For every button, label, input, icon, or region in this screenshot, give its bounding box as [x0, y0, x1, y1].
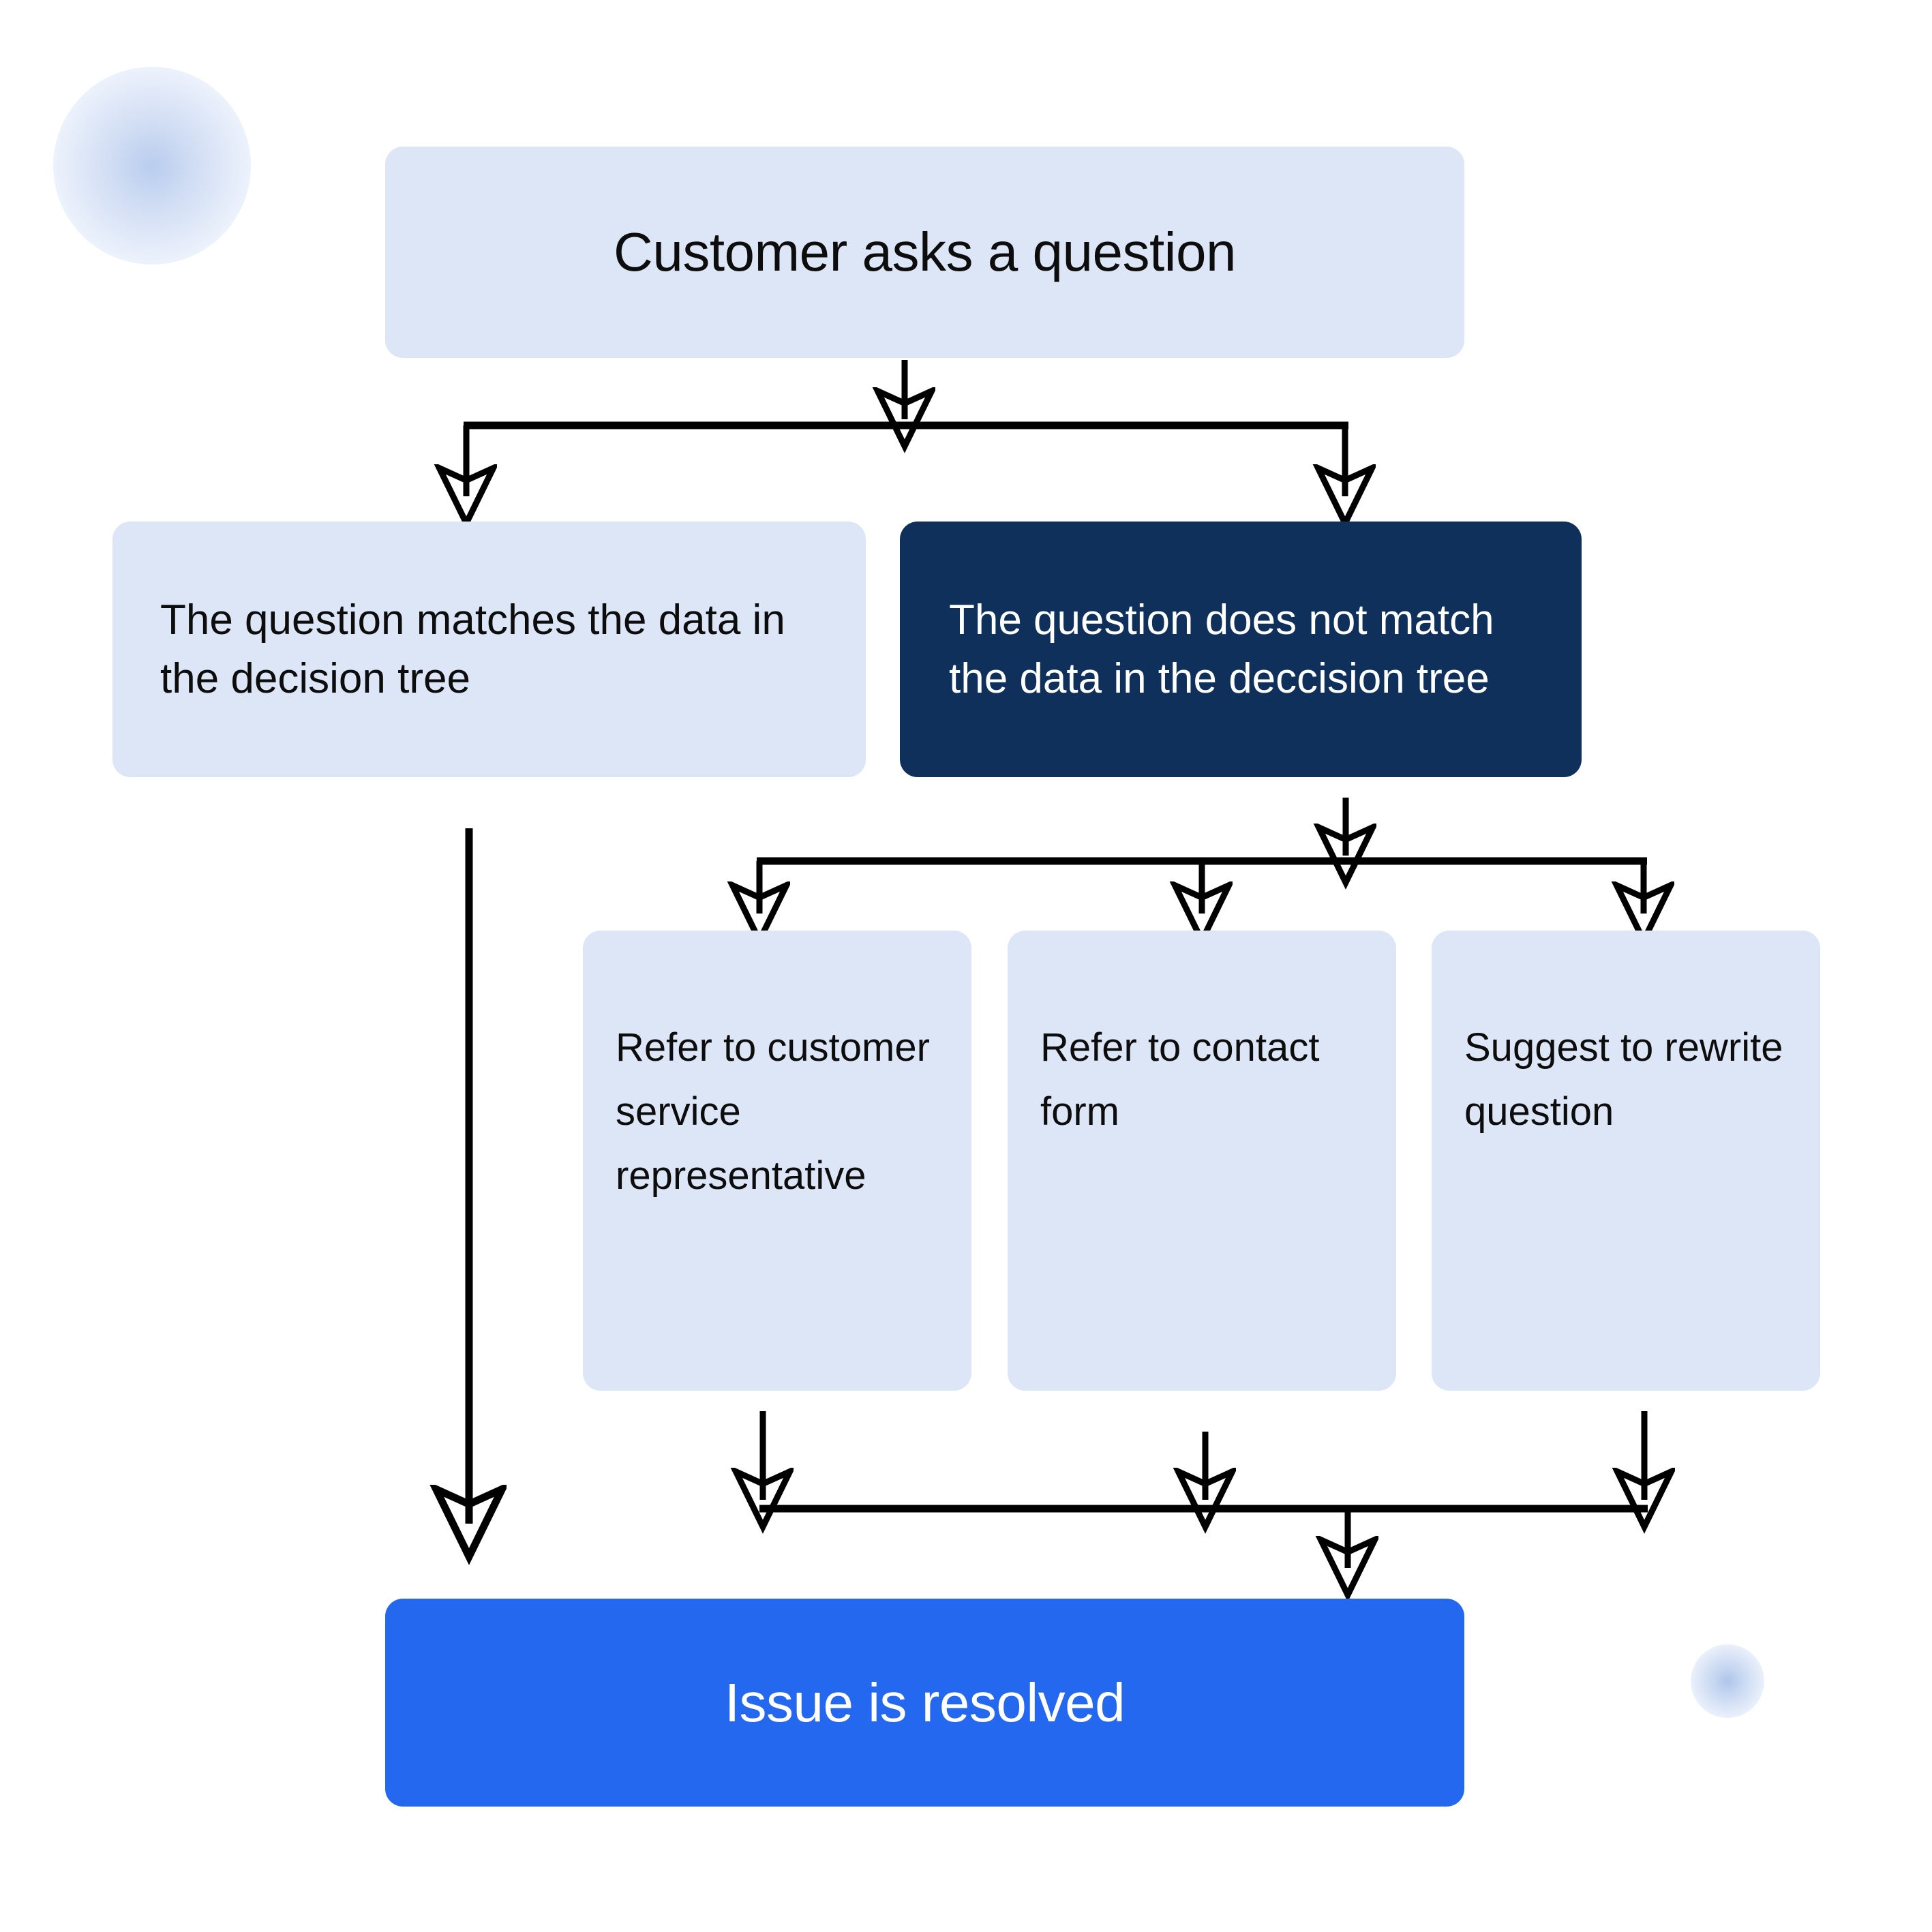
node-question-matches-decision-tree[interactable]: The question matches the data in the dec…: [112, 522, 866, 777]
node-contact-label: Refer to contact form: [1040, 1025, 1320, 1134]
node-customer-asks-question[interactable]: Customer asks a question: [385, 147, 1464, 358]
node-question-does-not-match-decision-tree[interactable]: The question does not match the data in …: [900, 522, 1582, 777]
node-refer-to-contact-form[interactable]: Refer to contact form: [1008, 931, 1396, 1391]
node-rewrite-label: Suggest to rewrite question: [1464, 1025, 1783, 1134]
edge-root-to-split: [464, 360, 1348, 496]
node-match-label: The question matches the data in the dec…: [160, 596, 785, 702]
node-resolved-label: Issue is resolved: [724, 1672, 1126, 1733]
node-issue-is-resolved[interactable]: Issue is resolved: [385, 1599, 1464, 1807]
node-suggest-to-rewrite-question[interactable]: Suggest to rewrite question: [1432, 931, 1820, 1391]
node-refer-to-customer-service-representative[interactable]: Refer to customer service representative: [583, 931, 971, 1391]
edge-actions-to-terminal: [759, 1411, 1648, 1568]
node-nomatch-label: The question does not match the data in …: [949, 596, 1494, 702]
node-csr-label: Refer to customer service representative: [616, 1025, 930, 1198]
edge-nomatch-to-split: [757, 798, 1647, 914]
node-root-label: Customer asks a question: [614, 222, 1236, 282]
